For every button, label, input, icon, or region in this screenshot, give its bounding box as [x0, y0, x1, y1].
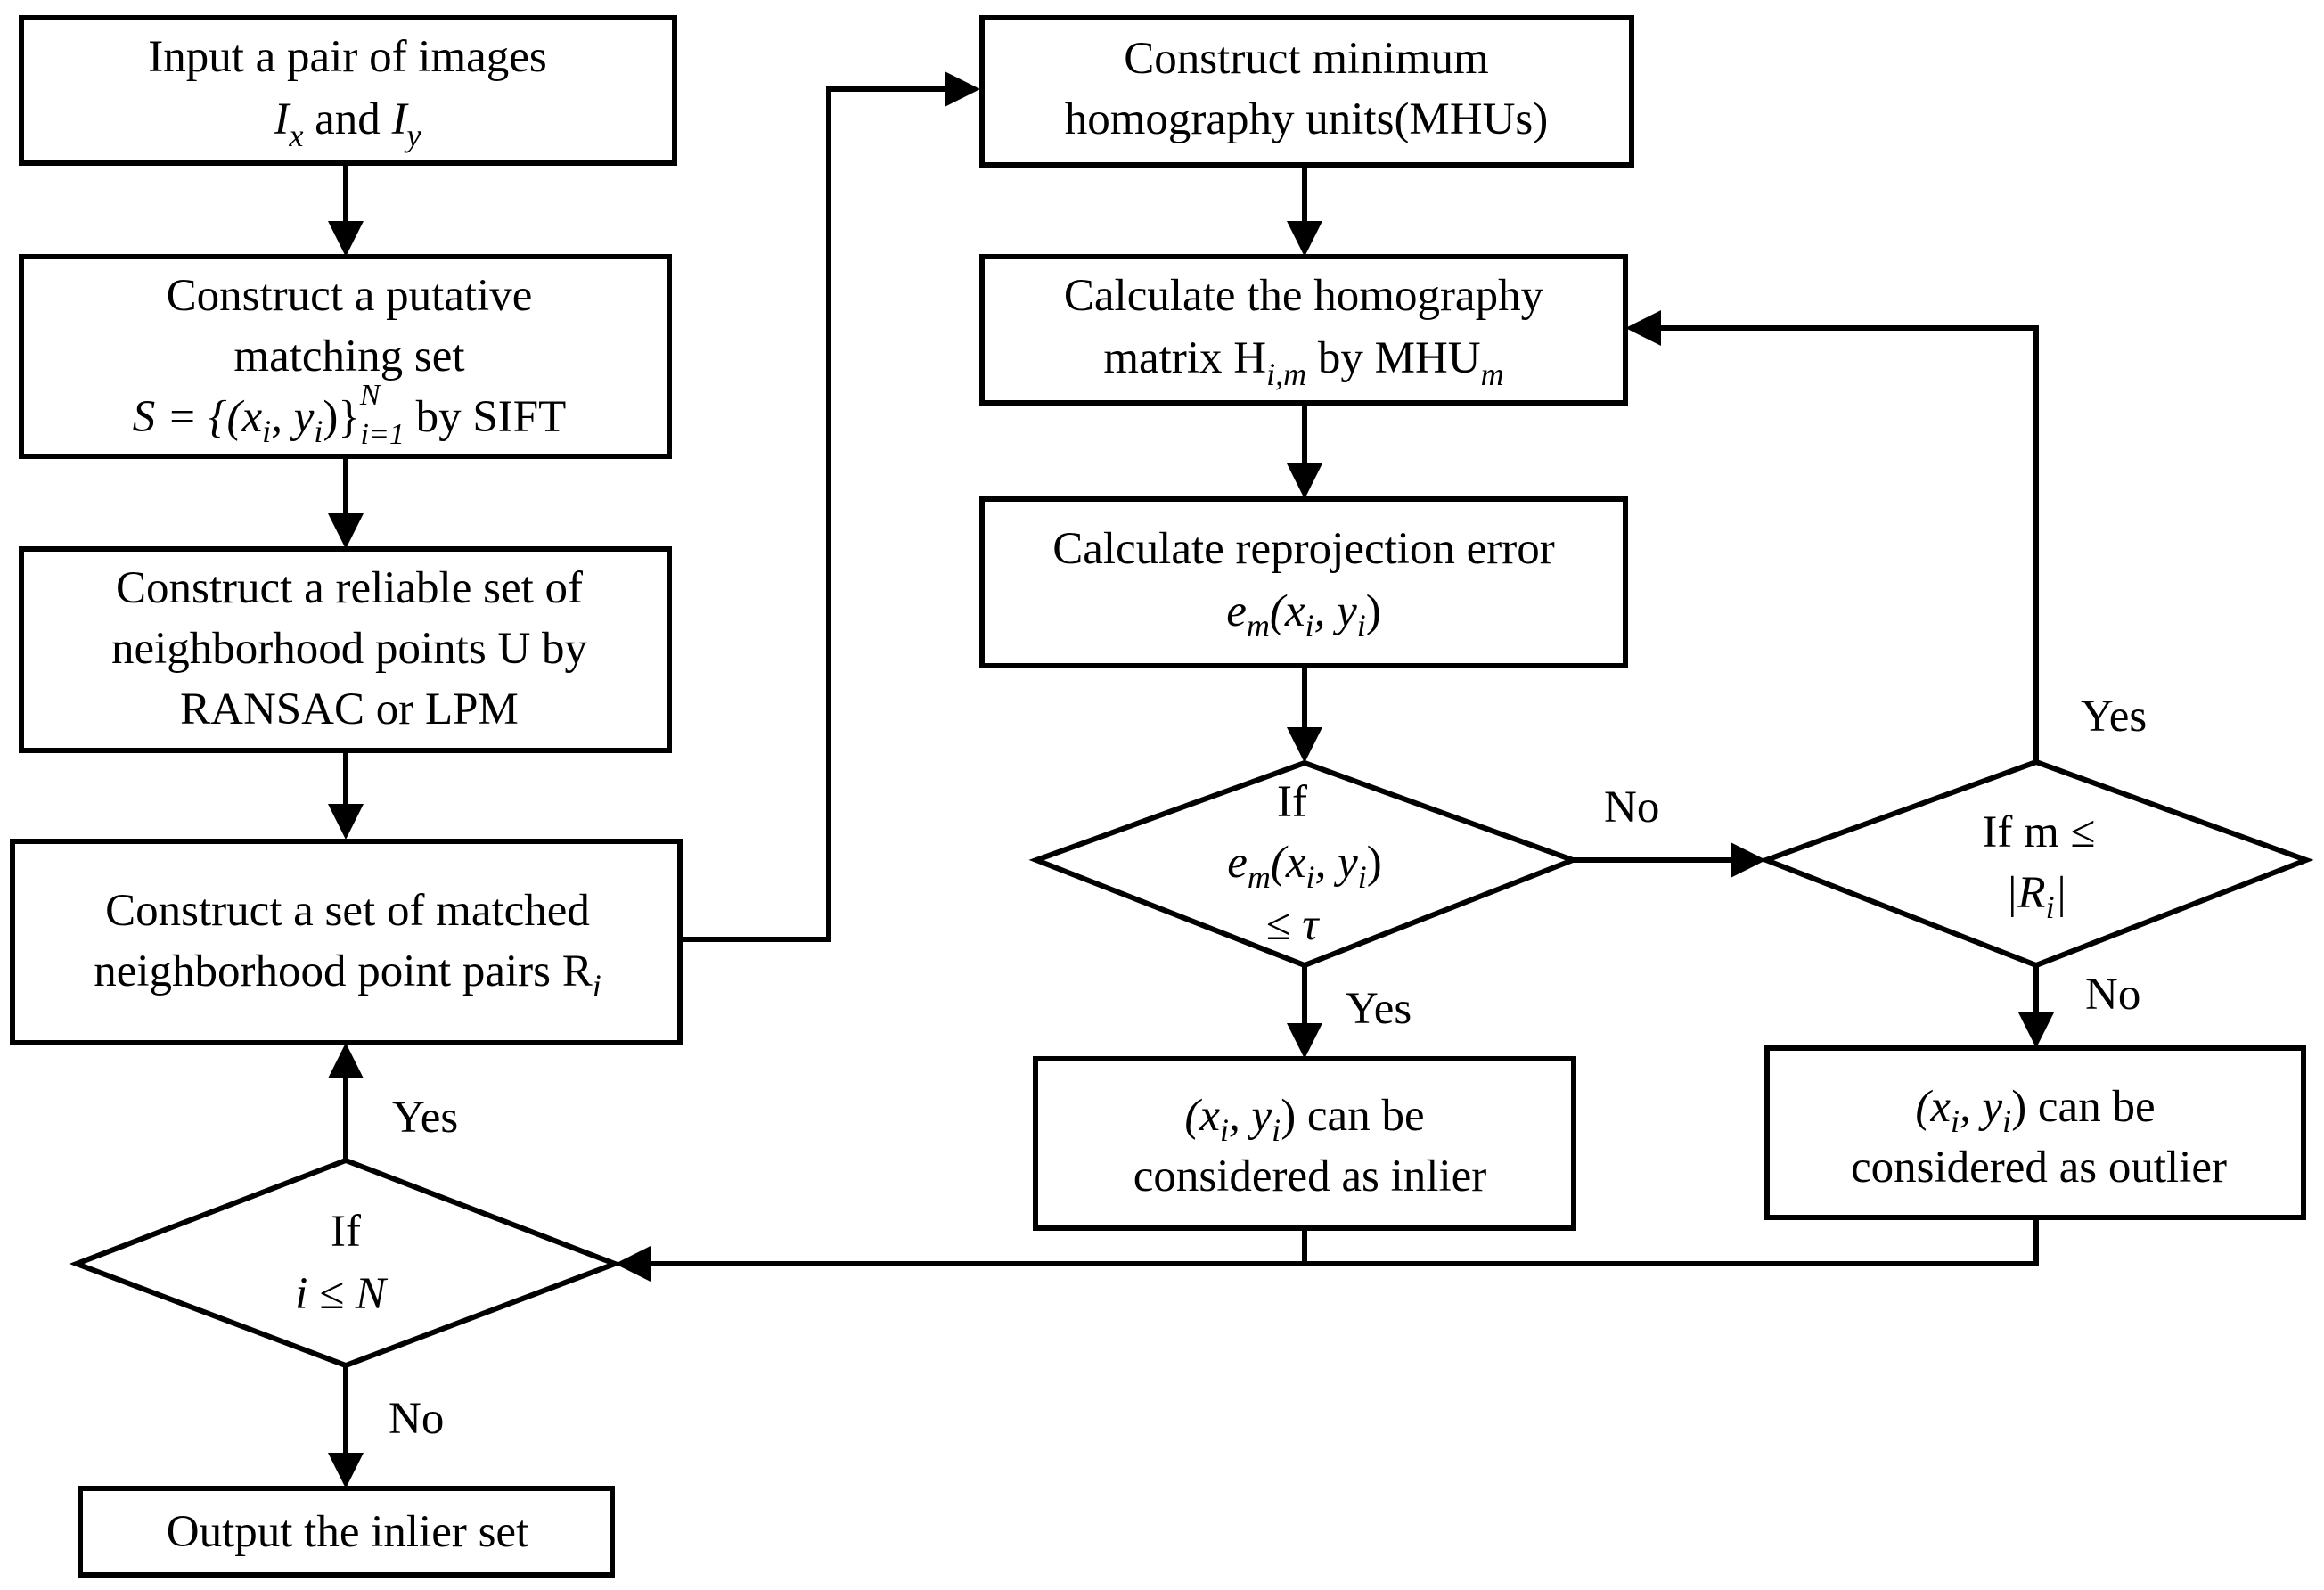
edge-label-yes-to-matched: Yes	[392, 1093, 458, 1143]
node-mhu-box	[979, 15, 1634, 168]
edge-matched-mhu	[680, 86, 946, 942]
node-putative-line1: Construct a putative	[167, 271, 533, 321]
node-input: Input a pair of images Ix and Iy	[19, 15, 677, 166]
node-reliable: Construct a reliable set of neighborhood…	[19, 546, 672, 753]
arrowhead	[328, 1453, 364, 1488]
edge-label-yes-to-inlier: Yes	[1346, 984, 1412, 1034]
node-decision-e-line3: ≤ τ	[1266, 900, 1321, 950]
node-matched: Construct a set of matched neighborhood …	[10, 839, 683, 1045]
node-mhu-line2: homography units(MHUs)	[1065, 94, 1549, 144]
arrowhead	[1625, 310, 1661, 346]
node-outlier-box	[1764, 1045, 2306, 1220]
node-homography: Calculate the homography matrix Hi,m by …	[979, 254, 1628, 406]
arrowhead	[945, 71, 980, 107]
arrowhead	[1731, 842, 1766, 878]
arrowhead	[1287, 221, 1322, 257]
node-reliable-line1: Construct a reliable set of	[116, 563, 583, 613]
node-decision-i-diamond	[69, 1157, 623, 1369]
arrowhead	[328, 221, 364, 257]
node-input-line1: Input a pair of images	[148, 32, 547, 82]
node-output: Output the inlier set	[78, 1486, 615, 1578]
arrowhead	[328, 1043, 364, 1078]
edge-label-no-to-outlier: No	[2085, 970, 2140, 1020]
node-inlier-box	[1033, 1056, 1576, 1231]
arrowhead	[2018, 1012, 2054, 1048]
node-decision-e-line1: If	[1277, 777, 1307, 827]
node-decision-e-diamond	[1028, 759, 1581, 969]
edge-label-no-to-decision-m: No	[1604, 783, 1659, 832]
node-matched-line2: neighborhood point pairs Ri	[94, 947, 601, 1004]
node-input-box	[19, 15, 677, 166]
edge-decision-m-homography	[1659, 325, 2039, 762]
node-decision-i-line2: i ≤ N	[295, 1269, 389, 1319]
node-homography-line2: matrix Hi,m by MHUm	[1103, 333, 1503, 392]
node-outlier-line1: (xi, yi) can be	[1915, 1082, 2155, 1139]
edge-outlier-merge	[647, 1217, 2039, 1266]
node-decision-i-line1: If	[331, 1207, 361, 1257]
node-reliable-line2: neighborhood points U by	[111, 624, 588, 674]
node-input-line2: Ix and Iy	[273, 94, 421, 153]
edge-label-no-to-output: No	[389, 1394, 444, 1444]
arrowhead	[1287, 1023, 1322, 1059]
node-homography-box	[979, 254, 1628, 406]
node-reprojection-box	[979, 496, 1628, 668]
node-output-box	[78, 1486, 615, 1578]
node-output-label: Output the inlier set	[167, 1507, 529, 1557]
node-reprojection: Calculate reprojection error em(xi, yi)	[979, 496, 1628, 668]
node-putative-line2: matching set	[233, 332, 464, 381]
node-inlier-line1: (xi, yi) can be	[1184, 1091, 1424, 1148]
node-reprojection-line2: em(xi, yi)	[1226, 586, 1380, 643]
node-decision-m: If m ≤ |Ri|	[1758, 758, 2314, 969]
node-homography-line1: Calculate the homography	[1064, 271, 1544, 321]
node-matched-line1: Construct a set of matched	[105, 886, 590, 936]
arrowhead	[615, 1246, 651, 1282]
node-reliable-line3: RANSAC or LPM	[180, 684, 519, 734]
node-outlier: (xi, yi) can be considered as outlier	[1764, 1045, 2306, 1220]
node-putative-box	[19, 254, 672, 459]
edge-labels: Yes No Yes No Yes No	[389, 692, 2147, 1444]
node-inlier: (xi, yi) can be considered as inlier	[1033, 1056, 1576, 1231]
edge-label-yes-loop: Yes	[2081, 692, 2147, 742]
node-matched-box	[10, 839, 683, 1045]
arrowhead	[328, 513, 364, 549]
node-reprojection-line1: Calculate reprojection error	[1052, 524, 1555, 574]
node-outlier-line2: considered as outlier	[1851, 1143, 2227, 1192]
node-inlier-line2: considered as inlier	[1133, 1152, 1487, 1201]
arrowhead	[328, 804, 364, 840]
node-mhu-line1: Construct minimum	[1124, 34, 1488, 84]
node-decision-m-diamond	[1758, 758, 2314, 969]
node-putative: Construct a putative matching set S = {(…	[19, 254, 672, 459]
arrowhead	[1287, 727, 1322, 763]
node-decision-m-line2: |Ri|	[2005, 868, 2066, 925]
node-decision-m-line1: If m ≤	[1982, 807, 2095, 857]
node-decision-e-line2: em(xi, yi)	[1227, 838, 1381, 895]
node-decision-e: If em(xi, yi) ≤ τ	[1028, 759, 1581, 969]
node-reliable-box	[19, 546, 672, 753]
node-decision-i: If i ≤ N	[69, 1157, 623, 1369]
arrowhead	[1287, 463, 1322, 499]
node-mhu: Construct minimum homography units(MHUs)	[979, 15, 1634, 168]
connectors	[328, 71, 2054, 1488]
